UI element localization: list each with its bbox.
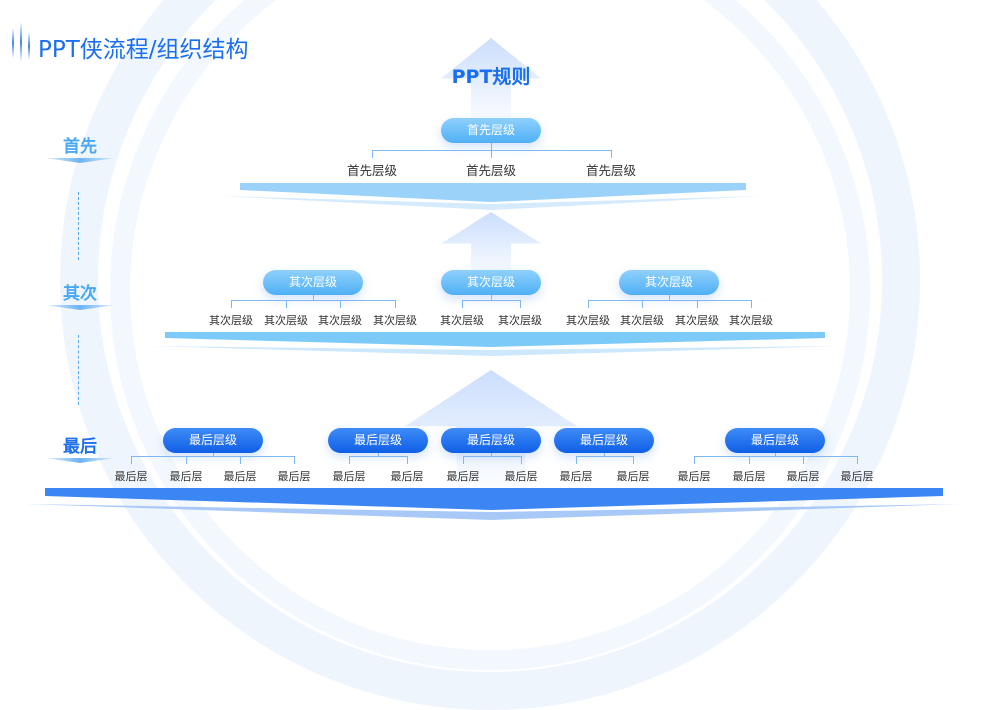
connector-line (604, 453, 605, 456)
level-3-child: 最后层 (786, 470, 820, 483)
level-3-child: 最后层 (169, 470, 203, 483)
level-3-child: 最后层 (504, 470, 538, 483)
connector-line (669, 295, 670, 300)
level-3-child: 最后层 (616, 470, 650, 483)
level-3-child: 最后层 (559, 470, 593, 483)
level-2-child: 其次层级 (318, 314, 362, 327)
connector-line (340, 300, 341, 308)
level-3-child: 最后层 (277, 470, 311, 483)
side-label-last: 最后 (45, 432, 115, 457)
connector-line (240, 456, 241, 464)
level-2-child: 其次层级 (209, 314, 253, 327)
connector-line (372, 150, 612, 158)
connector-line (131, 456, 295, 464)
page-title: PPT侠流程/组织结构 (38, 37, 249, 63)
connector-line (694, 456, 858, 464)
connector-line (286, 300, 287, 308)
level-3-child: 最后层 (840, 470, 874, 483)
level-3-child: 最后层 (332, 470, 366, 483)
level-3-node: 最后层级 (163, 428, 263, 453)
connector-line (313, 295, 314, 300)
connector-line (213, 453, 214, 456)
level-3-child: 最后层 (732, 470, 766, 483)
level-2-child: 其次层级 (373, 314, 417, 327)
level-3-node: 最后层级 (725, 428, 825, 453)
connector-line (463, 456, 522, 464)
level-2-node: 其次层级 (263, 270, 363, 295)
side-label-second: 其次 (45, 279, 115, 304)
level-3-child: 最后层 (390, 470, 424, 483)
connector-line (231, 300, 396, 308)
diagram-heading: PPT规则 (451, 66, 531, 88)
connector-line (186, 456, 187, 464)
platform-level-1 (25, 183, 960, 520)
connector-line (697, 300, 698, 308)
connector-line (576, 456, 634, 464)
connector-line (749, 456, 750, 464)
connector-line (491, 295, 492, 300)
level-2-child: 其次层级 (675, 314, 719, 327)
level-2-child: 其次层级 (729, 314, 773, 327)
level-1-child: 首先层级 (346, 163, 397, 178)
dashed-connector (78, 192, 79, 260)
connector-line (588, 300, 752, 308)
connector-line (642, 300, 643, 308)
connector-line (775, 453, 776, 456)
level-1-node: 首先层级 (441, 118, 541, 143)
level-3-child: 最后层 (446, 470, 480, 483)
dashed-connector (78, 335, 79, 405)
level-2-child: 其次层级 (566, 314, 610, 327)
title-decoration (10, 22, 34, 62)
connector-line (462, 300, 521, 308)
level-2-child: 其次层级 (264, 314, 308, 327)
connector-line (491, 150, 492, 158)
connector-line (491, 453, 492, 456)
level-2-child: 其次层级 (440, 314, 484, 327)
connector-line (349, 456, 408, 464)
level-2-node: 其次层级 (441, 270, 541, 295)
level-2-node: 其次层级 (619, 270, 719, 295)
level-3-child: 最后层 (677, 470, 711, 483)
connector-line (491, 143, 492, 150)
connector-line (803, 456, 804, 464)
level-2-child: 其次层级 (620, 314, 664, 327)
level-3-child: 最后层 (114, 470, 148, 483)
level-3-node: 最后层级 (441, 428, 541, 453)
side-label-first: 首先 (45, 132, 115, 157)
level-3-node: 最后层级 (554, 428, 654, 453)
level-1-child: 首先层级 (465, 163, 516, 178)
level-3-child: 最后层 (223, 470, 257, 483)
level-1-child: 首先层级 (585, 163, 636, 178)
level-2-child: 其次层级 (498, 314, 542, 327)
connector-line (378, 453, 379, 456)
level-3-node: 最后层级 (328, 428, 428, 453)
